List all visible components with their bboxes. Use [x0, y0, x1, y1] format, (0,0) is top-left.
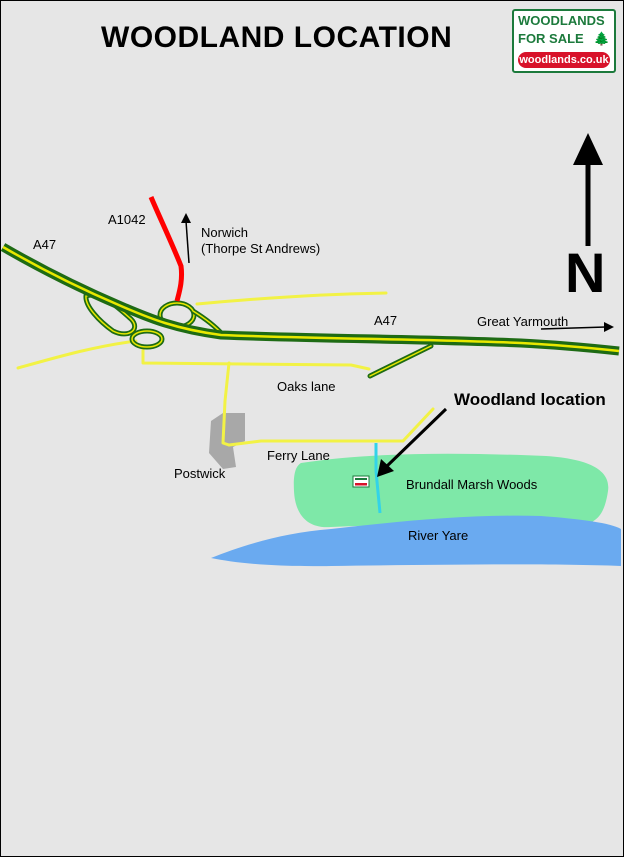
brundall-marsh-woods-area: [293, 453, 609, 528]
label-norwich: Norwich: [201, 225, 248, 240]
label-a47-west: A47: [33, 237, 57, 252]
a47-road-center: [2, 245, 620, 353]
label-woodland-location: Woodland location: [454, 390, 606, 409]
road-service: [141, 347, 371, 371]
label-thorpe-st-andrews: (Thorpe St Andrews): [201, 241, 321, 256]
woodland-location-pointer-icon: [377, 407, 448, 477]
label-ferry-lane: Ferry Lane: [267, 448, 330, 463]
great-yarmouth-direction-arrow-icon: [540, 322, 614, 332]
label-a47-east: A47: [374, 313, 398, 328]
label-postwick: Postwick: [174, 466, 226, 481]
label-river-yare: River Yare: [408, 528, 469, 543]
road-yarmouth-sliproad-center: [369, 345, 432, 377]
road-north-spur: [195, 291, 388, 306]
minor-roads: [16, 291, 435, 447]
logo-url: woodlands.co.uk: [518, 52, 610, 68]
label-oaks-lane: Oaks lane: [277, 379, 336, 394]
north-arrow-icon: [573, 133, 603, 246]
stream: [374, 443, 382, 514]
label-great-yarmouth: Great Yarmouth: [477, 314, 569, 329]
norwich-direction-arrow-icon: [181, 213, 191, 264]
label-a1042: A1042: [108, 212, 146, 227]
river-yare-area: [211, 515, 621, 567]
logo-line-1: WOODLANDS: [518, 13, 605, 28]
tree-icon: 🌲: [593, 31, 610, 46]
ferry-lane-road: [227, 407, 435, 447]
oaks-lane-road: [221, 361, 231, 447]
woodland-marker-icon: [352, 475, 370, 488]
a47-road: [1, 243, 620, 356]
a1042-road: [148, 196, 184, 302]
page-title: WOODLAND LOCATION: [101, 21, 453, 54]
roundabout-south-center: [131, 330, 163, 348]
postwick-village: [209, 413, 245, 469]
north-label: N: [565, 241, 606, 304]
road-west-spur: [16, 339, 138, 370]
woodlands-for-sale-logo[interactable]: WOODLANDS FOR SALE 🌲 woodlands.co.uk: [512, 9, 616, 73]
label-brundall-marsh-woods: Brundall Marsh Woods: [406, 477, 538, 492]
logo-line-2: FOR SALE: [518, 31, 584, 46]
